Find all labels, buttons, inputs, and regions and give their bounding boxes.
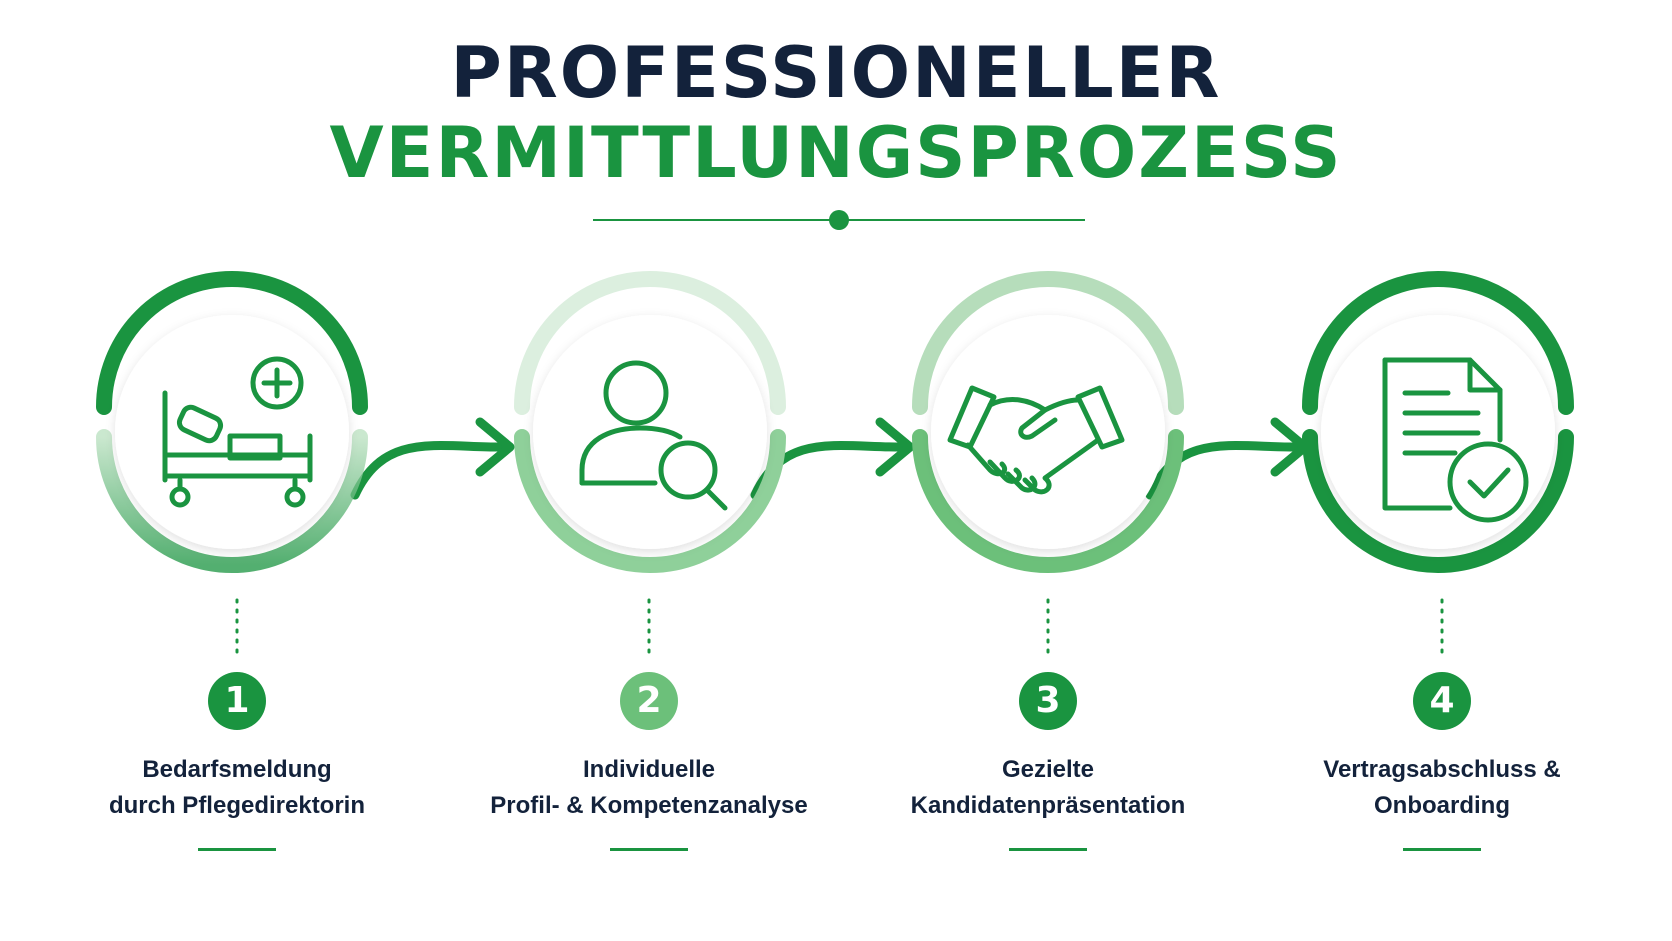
step-2-number: 2 — [620, 672, 678, 730]
title-line-1: PROFESSIONELLER — [450, 32, 1222, 114]
hospital-bed-plus-icon — [162, 356, 313, 508]
step-1-number: 1 — [208, 672, 266, 730]
step-1-circle — [96, 271, 368, 573]
step-3-label-line-1: Gezielte — [1001, 756, 1095, 783]
step-4-number: 4 — [1413, 672, 1471, 730]
step-3-number: 3 — [1019, 672, 1077, 730]
step-4-label-line-2: Onboarding — [1374, 792, 1510, 819]
step-3-label: Gezielte Kandidatenpräsentation — [868, 752, 1228, 824]
step-2-label: Individuelle Profil- & Kompetenzanalyse — [469, 752, 829, 824]
connector-arrow-1-2 — [350, 417, 515, 500]
step-4-label-line-1: Vertragsabschluss & — [1323, 756, 1561, 783]
title-line-2: VERMITTLUNGSPROZESS — [329, 112, 1343, 194]
handshake-icon — [947, 385, 1125, 495]
step-2-label-line-1: Individuelle — [582, 756, 716, 783]
step-1-label: Bedarfsmeldung durch Pflegedirektorin — [57, 752, 417, 824]
step-3-underline — [1009, 848, 1087, 851]
document-check-icon — [1382, 357, 1529, 523]
dotted-connectors — [235, 598, 1444, 654]
title-divider — [593, 210, 1085, 230]
step-1-underline — [198, 848, 276, 851]
step-1-label-line-1: Bedarfsmeldung — [142, 756, 332, 783]
step-2-underline — [610, 848, 688, 851]
step-3-circle — [912, 271, 1184, 573]
step-1-label-line-2: durch Pflegedirektorin — [108, 792, 366, 819]
person-search-icon — [579, 360, 728, 511]
step-4-underline — [1403, 848, 1481, 851]
step-4-circle — [1302, 271, 1574, 573]
step-2-label-line-2: Profil- & Kompetenzanalyse — [490, 792, 808, 819]
step-4-label: Vertragsabschluss & Onboarding — [1262, 752, 1622, 824]
step-3-label-line-2: Kandidatenpräsentation — [910, 792, 1186, 819]
